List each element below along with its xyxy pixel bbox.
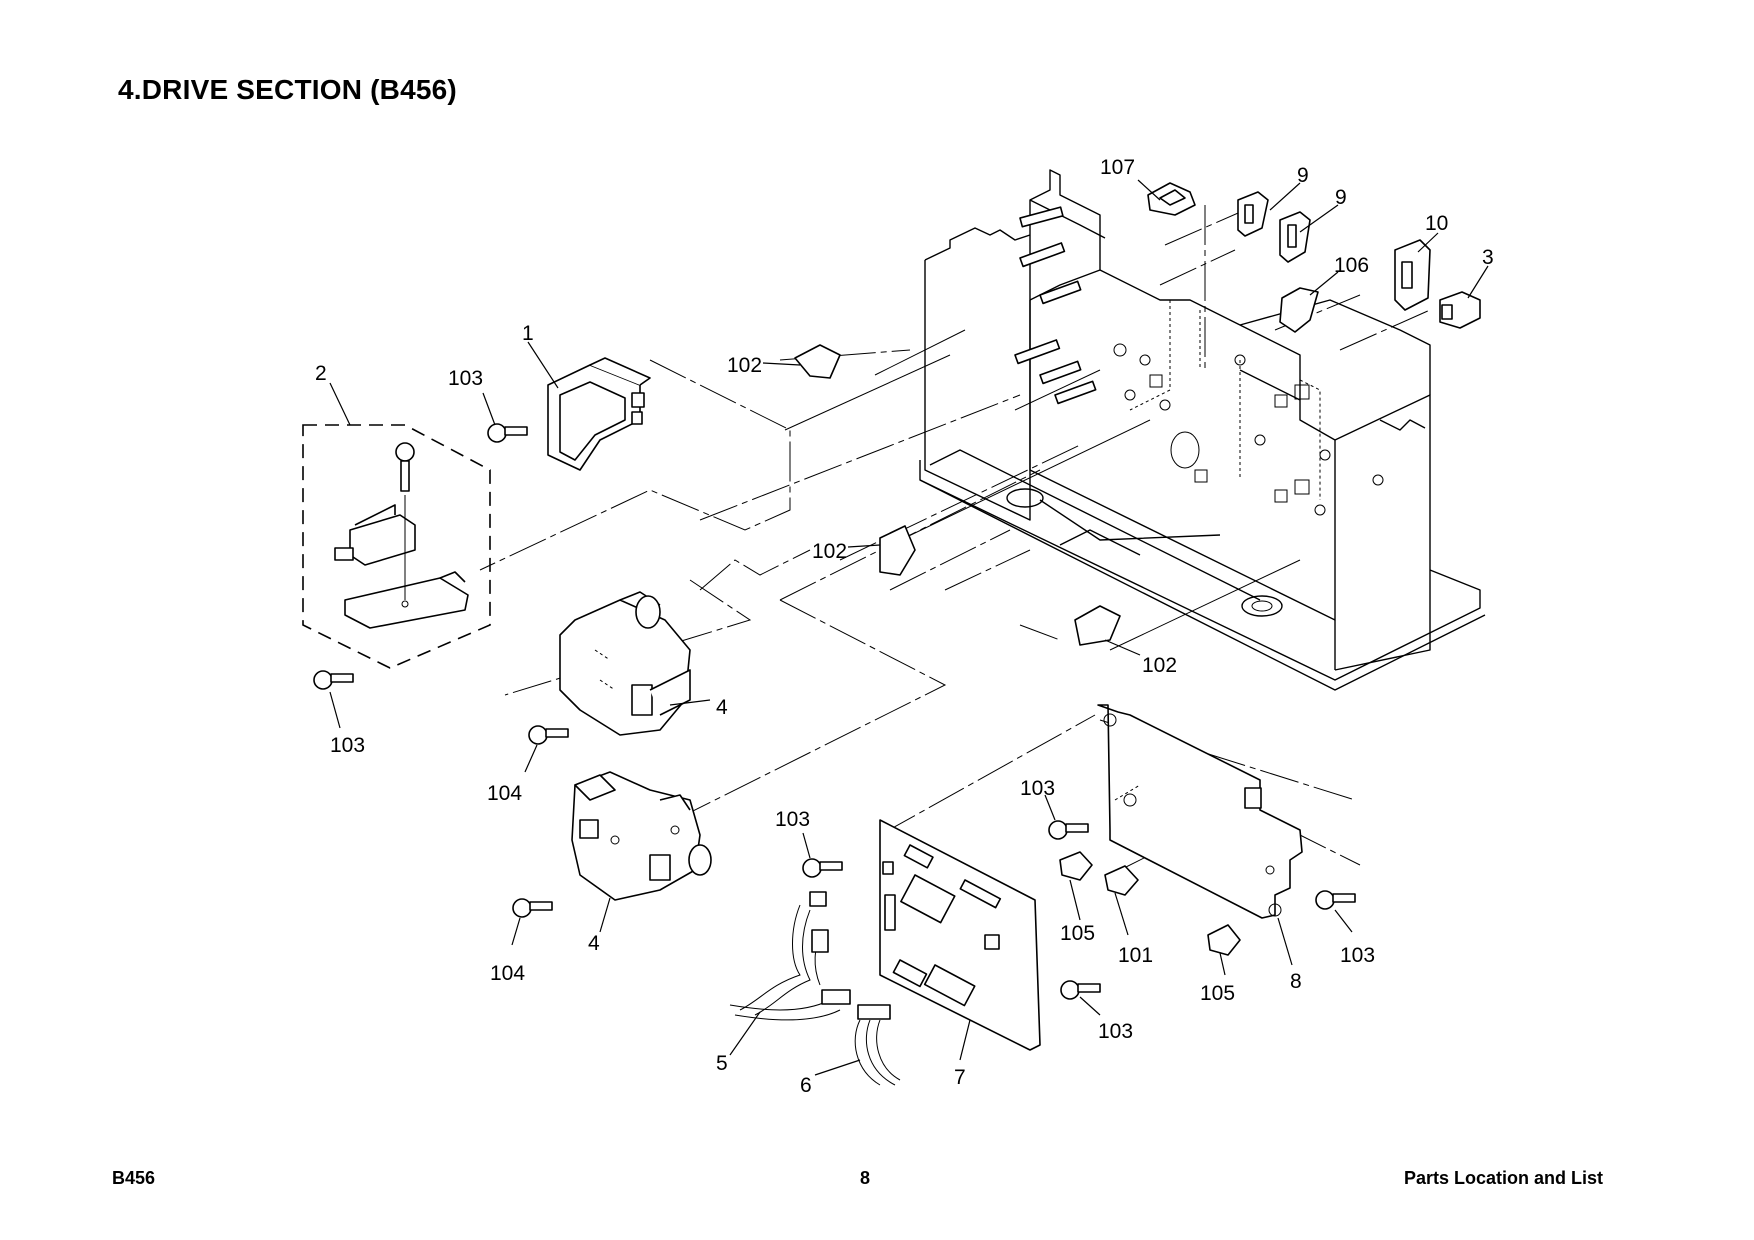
footer-section-name: Parts Location and List: [1404, 1168, 1604, 1188]
callout-5: 5: [716, 1052, 728, 1075]
part-107-clip: [1147, 182, 1196, 216]
harness-5-6: [729, 891, 901, 1086]
part-9-sensor-b: [1279, 211, 1311, 263]
part-10-sensor: [1394, 239, 1431, 311]
callout-105-a: 105: [1060, 922, 1095, 945]
callout-3: 3: [1482, 246, 1494, 269]
callout-103-top: 103: [448, 367, 483, 390]
part-9-sensor-a: [1237, 191, 1269, 237]
callout-102-mid: 102: [812, 540, 847, 563]
part-1-housing: [547, 357, 651, 471]
part-105-101-clips: [1059, 851, 1241, 956]
part-7-circuit-board: [879, 819, 1041, 1051]
callout-10: 10: [1425, 212, 1448, 235]
part-106-clip: [1279, 287, 1319, 333]
callout-102-top: 102: [727, 354, 762, 377]
footer-page-number: 8: [860, 1168, 871, 1188]
callout-107: 107: [1100, 156, 1135, 179]
callout-8: 8: [1290, 970, 1302, 993]
callout-labels: 107 9 9 10 106 3 1 2 103 102 102 102 103…: [315, 156, 1494, 1097]
callout-103-left: 103: [330, 734, 365, 757]
part-2-switch-assembly: [302, 424, 491, 669]
part-8-bracket: [1097, 704, 1303, 919]
assembly-guide-lines: [479, 205, 1431, 891]
callout-2: 2: [315, 362, 327, 385]
callout-4-upper: 4: [716, 696, 728, 719]
part-3-connector: [1439, 291, 1481, 329]
callout-104-lower: 104: [490, 962, 525, 985]
callout-101: 101: [1118, 944, 1153, 967]
callout-104-upper: 104: [487, 782, 522, 805]
callout-9a: 9: [1297, 164, 1309, 187]
callout-103-board: 103: [775, 808, 810, 831]
callout-9b: 9: [1335, 186, 1347, 209]
callout-7: 7: [954, 1066, 966, 1089]
part-102-clips: [794, 344, 1121, 646]
callout-102-right: 102: [1142, 654, 1177, 677]
callout-103-bracket: 103: [1020, 777, 1055, 800]
callout-4-lower: 4: [588, 932, 600, 955]
part-4-lower-motor: [571, 771, 712, 901]
callout-6: 6: [800, 1074, 812, 1097]
callout-1: 1: [522, 322, 534, 345]
callout-103-bottom: 103: [1098, 1020, 1133, 1043]
page-title: 4.DRIVE SECTION (B456): [118, 74, 457, 105]
callout-103-right: 103: [1340, 944, 1375, 967]
callout-105-b: 105: [1200, 982, 1235, 1005]
footer-model: B456: [112, 1168, 156, 1188]
leader-lines: [329, 179, 1489, 1076]
screws: [313, 423, 1356, 1000]
part-4-upper-motor: [559, 591, 691, 736]
callout-106: 106: [1334, 254, 1369, 277]
